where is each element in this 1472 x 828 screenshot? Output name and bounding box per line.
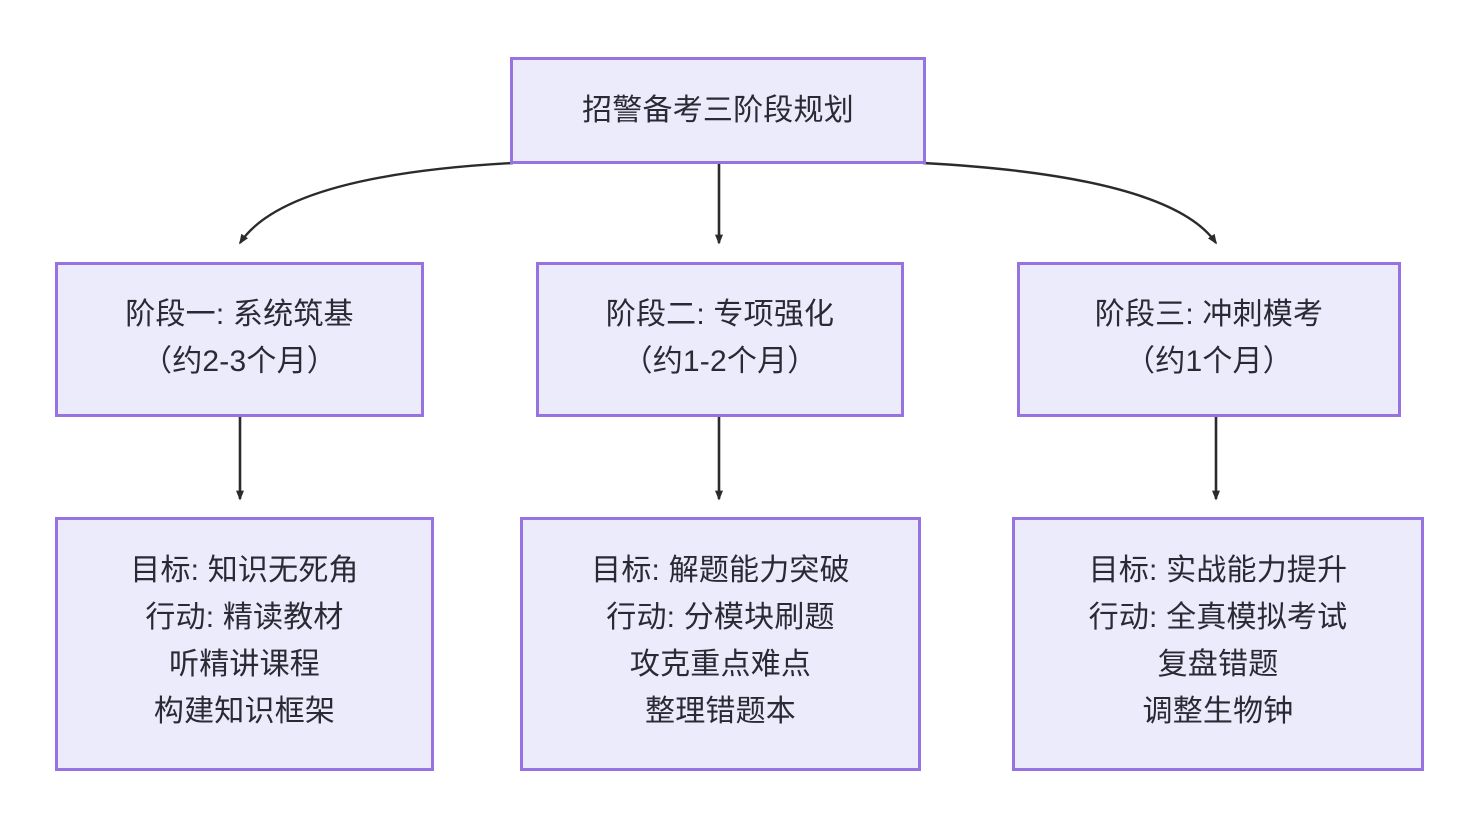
node-detail-3-line-3: 复盘错题 <box>1157 648 1279 681</box>
node-stage-1-duration: （约2-3个月） <box>142 345 337 378</box>
node-detail-2-line-1: 目标: 解题能力突破 <box>591 554 850 587</box>
edge-root-to-stage-1 <box>239 161 514 245</box>
node-detail-1-line-2: 行动: 精读教材 <box>145 601 344 634</box>
node-root-label: 招警备考三阶段规划 <box>582 93 854 127</box>
node-detail-3-line-2: 行动: 全真模拟考试 <box>1088 601 1348 634</box>
node-stage-3-duration: （约1个月） <box>1125 345 1293 378</box>
node-detail-1-line-4: 构建知识框架 <box>153 695 336 728</box>
node-root[interactable]: 招警备考三阶段规划 <box>510 57 926 164</box>
node-stage-1[interactable]: 阶段一: 系统筑基 （约2-3个月） <box>55 262 424 417</box>
node-detail-3-line-1: 目标: 实战能力提升 <box>1088 554 1348 587</box>
node-detail-2-line-2: 行动: 分模块刷题 <box>606 601 835 634</box>
node-stage-3[interactable]: 阶段三: 冲刺模考 （约1个月） <box>1017 262 1401 417</box>
node-stage-2-name: 阶段二: 专项强化 <box>605 298 835 331</box>
node-detail-3[interactable]: 目标: 实战能力提升 行动: 全真模拟考试 复盘错题 调整生物钟 <box>1012 517 1424 771</box>
node-detail-1-line-1: 目标: 知识无死角 <box>130 554 359 587</box>
edge-root-to-stage-3 <box>922 161 1217 245</box>
node-stage-1-name: 阶段一: 系统筑基 <box>125 298 354 331</box>
node-detail-2-line-4: 整理错题本 <box>645 695 796 728</box>
node-detail-2[interactable]: 目标: 解题能力突破 行动: 分模块刷题 攻克重点难点 整理错题本 <box>520 517 921 771</box>
node-detail-1[interactable]: 目标: 知识无死角 行动: 精读教材 听精讲课程 构建知识框架 <box>55 517 434 771</box>
node-detail-3-line-4: 调整生物钟 <box>1142 695 1294 728</box>
node-stage-2-duration: （约1-2个月） <box>622 345 818 378</box>
node-detail-2-line-3: 攻克重点难点 <box>629 648 812 681</box>
node-stage-2[interactable]: 阶段二: 专项强化 （约1-2个月） <box>536 262 904 417</box>
node-stage-3-name: 阶段三: 冲刺模考 <box>1094 298 1324 331</box>
node-detail-1-line-3: 听精讲课程 <box>169 648 320 681</box>
